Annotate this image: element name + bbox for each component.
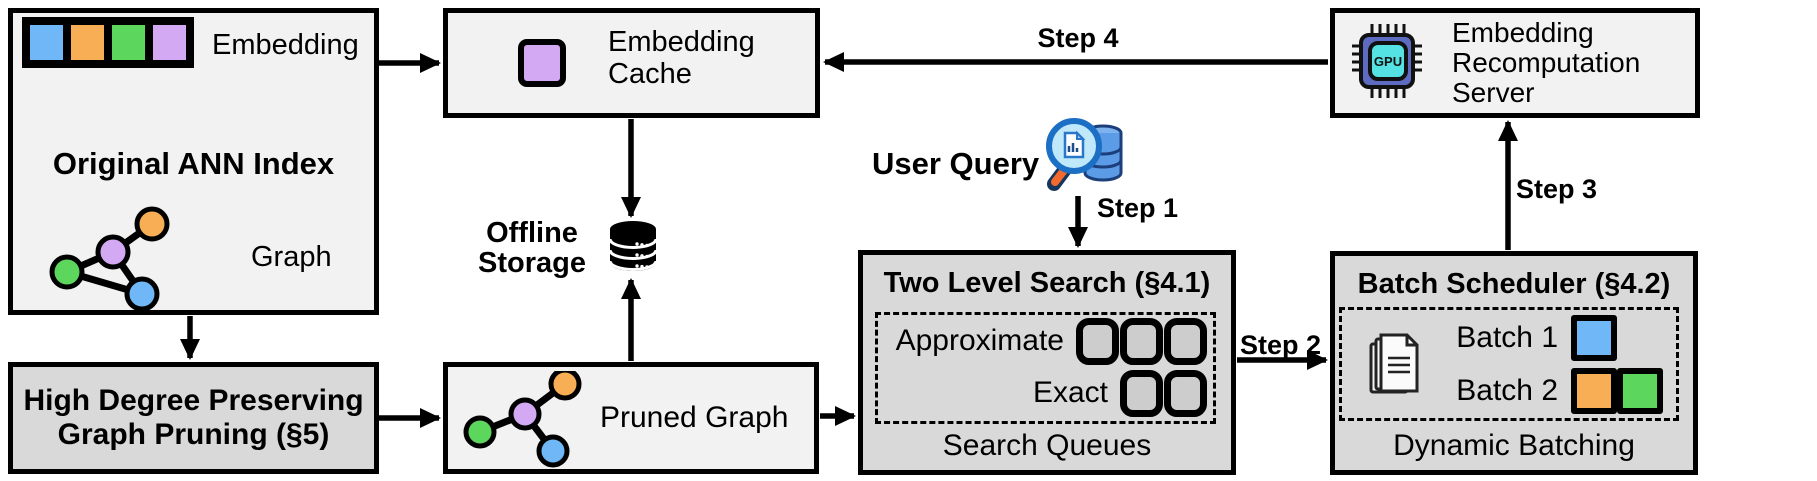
- batch-chips: [1571, 367, 1663, 414]
- server-line1: Embedding: [1452, 17, 1594, 48]
- offline-storage-label: Offline Storage: [452, 218, 612, 278]
- embedding-cell: [26, 21, 67, 64]
- queue-slot: [1164, 369, 1207, 417]
- dynamic-batching-footer: Dynamic Batching: [1393, 429, 1635, 462]
- dynamic-batching-dashed-box: Batch 1 Batch 2: [1339, 307, 1679, 421]
- graph-label: Graph: [251, 241, 332, 273]
- recomputation-server-label: Embedding Recomputation Server: [1452, 18, 1640, 108]
- embedding-label: Embedding: [212, 29, 359, 61]
- batch-row: Batch 2: [1446, 364, 1663, 417]
- query-search-icon: [1046, 118, 1123, 191]
- queue-slots: [1119, 369, 1207, 417]
- embedding-cache-line2: Cache: [608, 58, 692, 90]
- queue-slot: [1120, 317, 1163, 365]
- cached-embedding-square: [518, 39, 566, 87]
- offline-storage-line1: Offline: [486, 217, 578, 249]
- batch-scheduler-box: Batch Scheduler (§4.2) Batch 1 Batch 2 Dy…: [1330, 251, 1698, 475]
- batch-chips: [1571, 314, 1663, 361]
- step2-label: Step 2: [1240, 330, 1322, 360]
- two-level-search-title: Two Level Search (§4.1): [883, 267, 1211, 299]
- step3-label: Step 3: [1516, 174, 1598, 204]
- batch-row: Batch 1: [1446, 311, 1663, 364]
- embedding-cell: [108, 21, 149, 64]
- user-query-label: User Query: [872, 146, 1040, 181]
- batch-label: Batch 2: [1456, 373, 1558, 407]
- graph-pruning-line1: High Degree Preserving: [23, 384, 364, 417]
- queue-label: Exact: [1032, 376, 1108, 409]
- embedding-cache-box: Embedding Cache: [443, 8, 820, 118]
- embedding-cell: [149, 21, 190, 64]
- queue-row: Approximate: [878, 315, 1213, 367]
- graph-pruning-box: High Degree Preserving Graph Pruning (§5…: [8, 362, 379, 474]
- gpu-chip-icon: GPU: [1352, 24, 1422, 98]
- embedding-cache-line1: Embedding: [608, 26, 755, 58]
- embedding-cell: [67, 21, 108, 64]
- step4-label: Step 4: [1037, 23, 1119, 53]
- ann-graph-icon: [49, 206, 170, 311]
- graph-pruning-line2: Graph Pruning (§5): [57, 418, 330, 451]
- batch-rows: Batch 1 Batch 2: [1446, 311, 1663, 417]
- server-line3: Server: [1452, 77, 1535, 108]
- offline-storage-line2: Storage: [478, 247, 586, 279]
- database-icon: [608, 221, 658, 271]
- batch-scheduler-title: Batch Scheduler (§4.2): [1357, 268, 1671, 300]
- embedding-vector: [22, 17, 194, 68]
- embedding-cache-label: Embedding Cache: [608, 26, 755, 90]
- step1-label: Step 1: [1097, 193, 1179, 223]
- search-queues-footer: Search Queues: [942, 429, 1152, 462]
- pruned-graph-label: Pruned Graph: [600, 401, 789, 434]
- queue-slot: [1120, 369, 1163, 417]
- documents-icon: [1369, 333, 1419, 394]
- batch-chip: [1571, 367, 1617, 414]
- original-ann-index-box: Embedding Original ANN Index Graph: [8, 8, 379, 315]
- pruned-graph-icon: [463, 371, 582, 468]
- queue-slot: [1164, 317, 1207, 365]
- batch-chip: [1617, 367, 1663, 414]
- queue-slot: [1076, 317, 1119, 365]
- recomputation-server-box: GPU Embedding Recomputation Server: [1330, 8, 1700, 118]
- batch-label: Batch 1: [1456, 320, 1558, 354]
- original-ann-index-title: Original ANN Index: [52, 146, 335, 181]
- pruned-graph-box: Pruned Graph: [443, 362, 819, 474]
- queue-row: Exact: [878, 367, 1213, 419]
- queue-label: Approximate: [895, 324, 1064, 357]
- queue-slots: [1075, 317, 1207, 365]
- server-line2: Recomputation: [1452, 47, 1641, 78]
- batch-chip: [1571, 314, 1617, 361]
- gpu-text: GPU: [1374, 54, 1402, 69]
